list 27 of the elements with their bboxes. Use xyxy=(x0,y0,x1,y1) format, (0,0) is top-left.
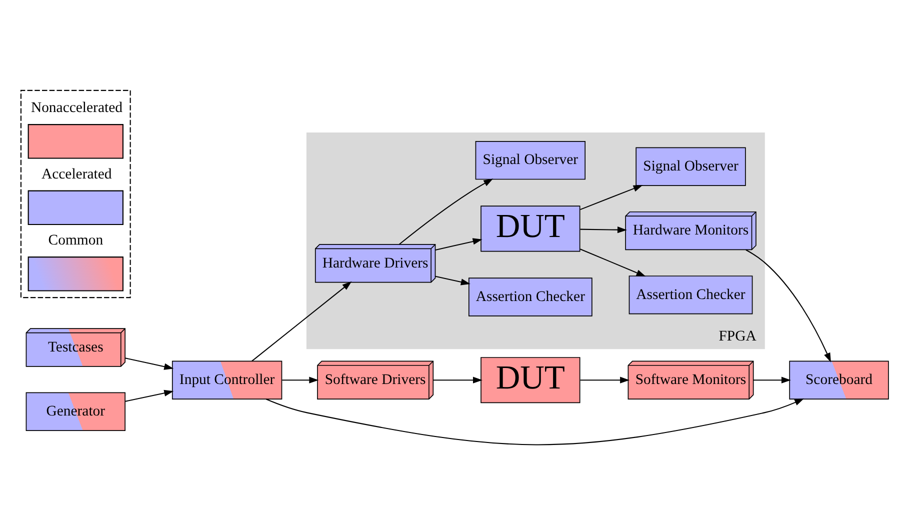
node-box: Scoreboard xyxy=(789,360,889,399)
node-box: Signal Observer xyxy=(475,140,586,180)
arrow xyxy=(746,248,831,362)
node-box: Generator xyxy=(26,392,126,430)
arrow xyxy=(433,376,482,383)
legend-label: Accelerated xyxy=(41,166,112,182)
arrow xyxy=(125,357,174,370)
arrow xyxy=(398,178,494,244)
arrow xyxy=(580,376,630,383)
arrow xyxy=(580,226,627,233)
arrow xyxy=(435,275,470,285)
arrow xyxy=(580,248,646,276)
arrow xyxy=(252,280,352,361)
arrow xyxy=(125,389,174,402)
arrow xyxy=(282,376,319,383)
legend-label: Common xyxy=(48,232,104,248)
arrow xyxy=(753,376,791,383)
node-box: DUT xyxy=(480,205,580,252)
legend-label: Nonaccelerated xyxy=(30,100,122,116)
node-box: Assertion Checker xyxy=(468,277,592,316)
node-box: Signal Observer xyxy=(636,146,746,186)
arrow xyxy=(435,238,482,250)
node-box: Input Controller xyxy=(172,360,282,399)
node-box: Assertion Checker xyxy=(628,275,753,314)
arrow xyxy=(266,398,804,445)
arrow xyxy=(580,184,643,210)
node-box: DUT xyxy=(480,356,580,403)
